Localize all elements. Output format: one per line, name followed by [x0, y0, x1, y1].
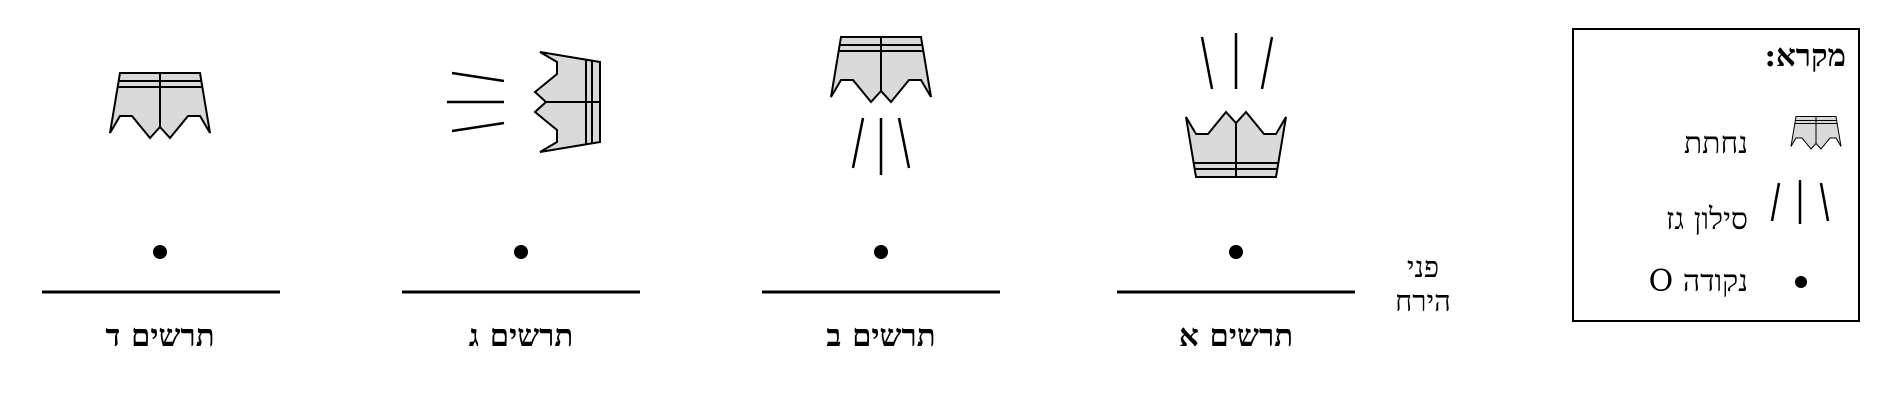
diagram-c	[402, 51, 640, 294]
lander	[109, 72, 211, 139]
point-o	[153, 245, 167, 259]
moon-surface-label-line2: הירח	[1395, 284, 1451, 318]
diagram-a-label: תרשים א	[1178, 318, 1294, 354]
point-o	[874, 245, 888, 259]
diagram-b	[762, 36, 1000, 294]
gas-jets-left	[447, 71, 505, 133]
legend-item-gas-jet: סילון גז	[1665, 202, 1748, 237]
point-o	[514, 245, 528, 259]
point-o	[1229, 245, 1243, 259]
diagram-d	[42, 72, 280, 294]
legend-item-point-o: נקודה O	[1648, 264, 1748, 299]
legend-title: מקרא:	[1764, 38, 1846, 74]
legend-item-lander: נחתת	[1683, 126, 1748, 161]
diagram-d-label: תרשים ד	[105, 318, 215, 354]
lander	[1185, 111, 1287, 178]
point-o-icon	[1795, 276, 1807, 288]
diagram-b-label: תרשים ב	[826, 318, 936, 354]
lander	[534, 51, 601, 153]
moon-surface-label-line1: פני	[1406, 250, 1440, 284]
lander	[830, 36, 932, 103]
legend: מקרא: נחתת סילון גז נקודה O	[1572, 28, 1860, 322]
gas-jets-down	[851, 117, 911, 175]
diagram-a	[1117, 33, 1355, 294]
gas-jet-icon	[1770, 180, 1830, 224]
diagram-c-label: תרשים ג	[468, 318, 574, 354]
gas-jets-up	[1200, 33, 1274, 90]
